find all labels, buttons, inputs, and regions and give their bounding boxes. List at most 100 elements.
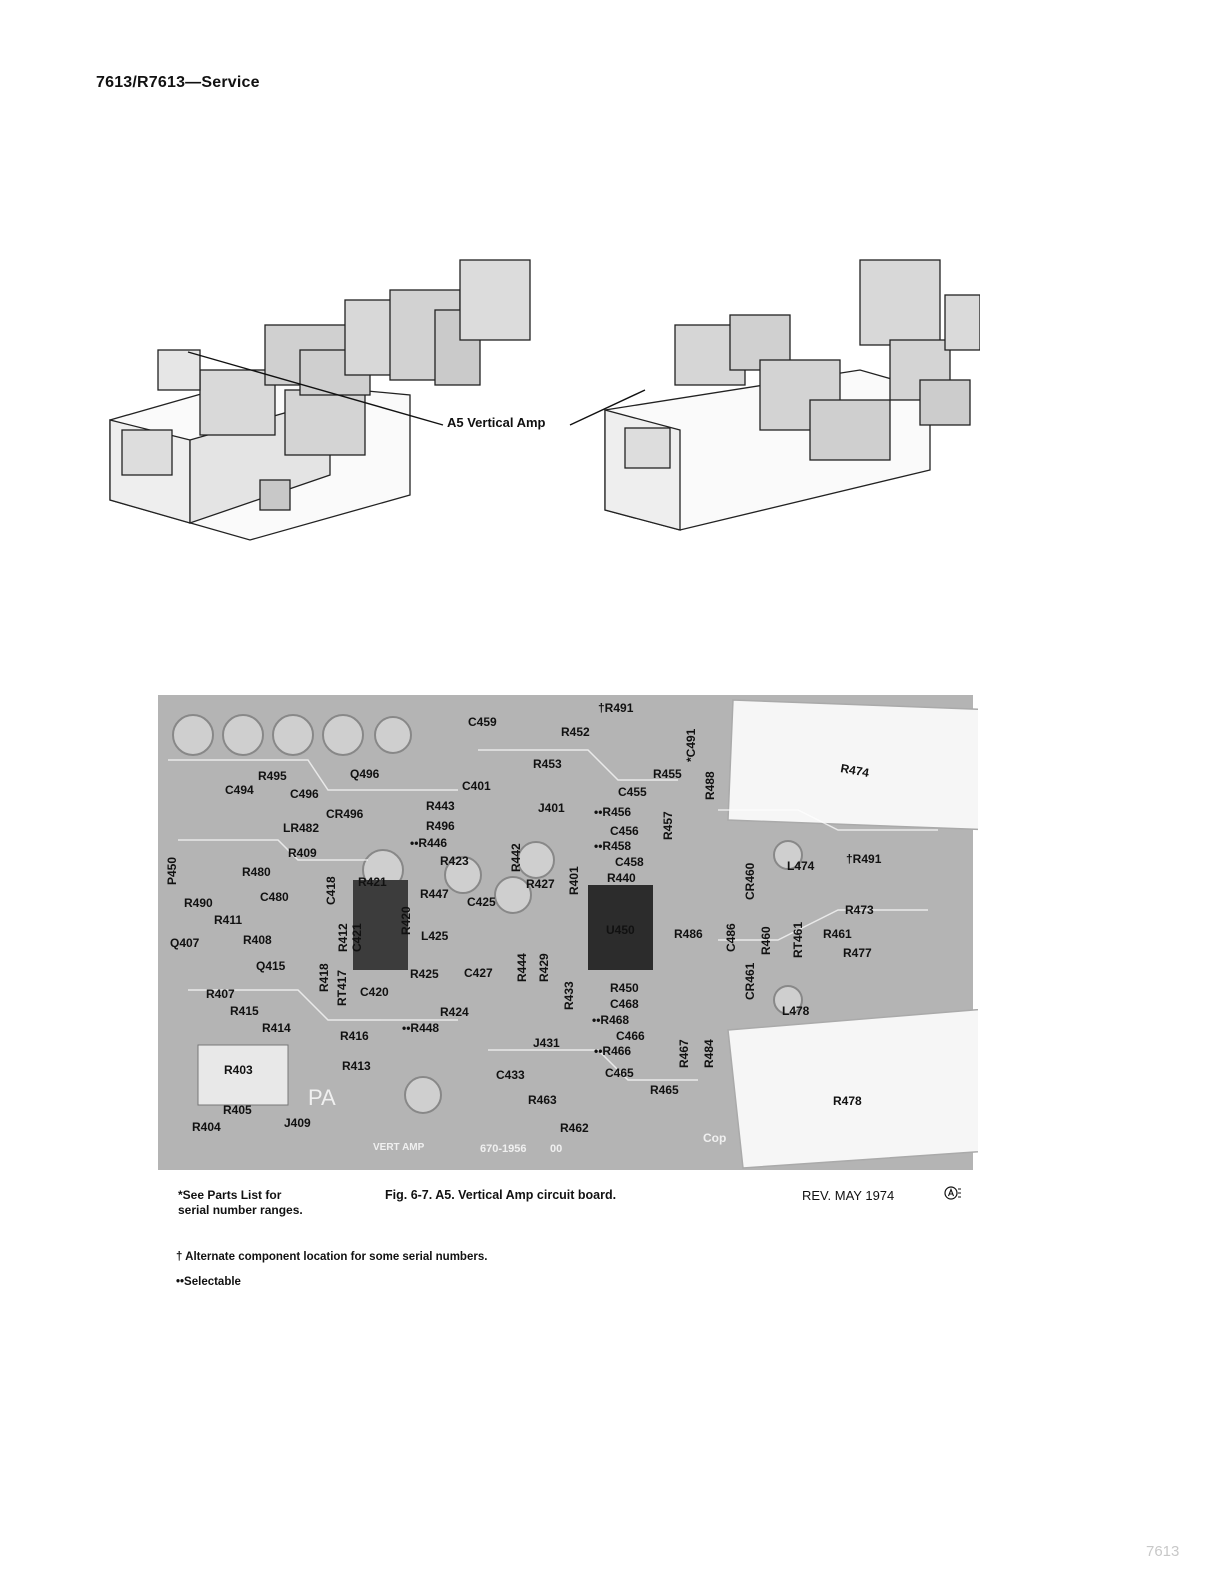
label-q415: Q415: [256, 959, 286, 973]
label-c456: C456: [610, 824, 639, 838]
label-r425: R425: [410, 967, 439, 981]
label-j431: J431: [533, 1036, 560, 1050]
label-r411: R411: [214, 913, 242, 927]
label-r450: R450: [610, 981, 639, 995]
label-rt417: RT417: [335, 970, 349, 1006]
label-r440: R440: [607, 871, 636, 885]
label-c425: C425: [467, 895, 496, 909]
label-r409: R409: [288, 846, 317, 860]
label-r442: R442: [509, 843, 523, 872]
page-number: 7613: [1146, 1543, 1180, 1560]
a5-vertical-amp-callout: A5 Vertical Amp: [445, 415, 548, 430]
label-r408: R408: [243, 933, 272, 947]
label-r414: R414: [262, 1021, 291, 1035]
label-r491-right: †R491: [846, 852, 882, 866]
label-cr461: CR461: [743, 962, 757, 1000]
label-c401: C401: [462, 779, 491, 793]
label-r453: R453: [533, 757, 562, 771]
label-r444: R444: [515, 953, 529, 982]
selectable-note: ••Selectable: [176, 1276, 241, 1288]
parts-list-note: *See Parts List for serial number ranges…: [178, 1188, 378, 1218]
label-r421: R421: [358, 875, 387, 889]
exploded-view-drawing: [109, 259, 981, 541]
label-cr496: CR496: [326, 807, 364, 821]
label-r496: R496: [426, 819, 455, 833]
label-l425: L425: [421, 929, 449, 943]
label-c458: C458: [615, 855, 644, 869]
label-r488: R488: [703, 771, 717, 800]
label-r433: R433: [562, 981, 576, 1010]
label-r463: R463: [528, 1093, 557, 1107]
label-r458: ••R458: [594, 839, 631, 853]
parts-list-note-line2: serial number ranges.: [178, 1203, 303, 1217]
alternate-location-note: † Alternate component location for some …: [176, 1251, 488, 1263]
label-r457: R457: [661, 811, 675, 840]
label-c433: C433: [496, 1068, 525, 1082]
label-r420: R420: [399, 906, 413, 935]
label-r480: R480: [242, 865, 271, 879]
label-c420: C420: [360, 985, 389, 999]
silkscreen-vert-amp: VERT AMP: [373, 1142, 425, 1153]
label-l478: L478: [782, 1004, 810, 1018]
silkscreen-part-number: 670-1956: [480, 1143, 527, 1155]
label-p450: P450: [165, 857, 179, 885]
label-r491-top: †R491: [598, 701, 634, 715]
label-r490: R490: [184, 896, 213, 910]
label-r452: R452: [561, 725, 590, 739]
label-r484: R484: [702, 1039, 716, 1068]
label-r447: R447: [420, 887, 449, 901]
label-r462: R462: [560, 1121, 589, 1135]
label-r466: ••R466: [594, 1044, 631, 1058]
label-q407: Q407: [170, 936, 200, 950]
label-c427: C427: [464, 966, 493, 980]
label-r415: R415: [230, 1004, 259, 1018]
label-c480: C480: [260, 890, 289, 904]
label-c494: C494: [225, 783, 254, 797]
label-c496: C496: [290, 787, 319, 801]
label-r495: R495: [258, 769, 287, 783]
label-r461: R461: [823, 927, 852, 941]
label-r401: R401: [567, 866, 581, 895]
label-j401: J401: [538, 801, 565, 815]
label-q496: Q496: [350, 767, 380, 781]
label-c418: C418: [324, 876, 338, 905]
label-r448: ••R448: [402, 1021, 439, 1035]
label-r474: R474: [839, 761, 870, 780]
label-r478: R478: [833, 1094, 862, 1108]
label-r416: R416: [340, 1029, 369, 1043]
label-c459: C459: [468, 715, 497, 729]
exploded-view-illustration: [100, 240, 981, 560]
label-c465: C465: [605, 1066, 634, 1080]
label-c466: C466: [616, 1029, 645, 1043]
label-r443: R443: [426, 799, 455, 813]
label-r424: R424: [440, 1005, 469, 1019]
label-r473: R473: [845, 903, 874, 917]
label-c491: *C491: [684, 728, 698, 762]
label-r467: R467: [677, 1039, 691, 1068]
circuit-board-drawing: †R491 C459 R452 *C491 R453 R455 R488 R47…: [158, 695, 1004, 1170]
parts-list-note-line1: *See Parts List for: [178, 1188, 282, 1202]
label-c455: C455: [618, 785, 647, 799]
label-r429: R429: [537, 953, 551, 982]
label-r423: R423: [440, 854, 469, 868]
label-r427: R427: [526, 877, 555, 891]
label-u450: U450: [606, 923, 635, 937]
label-j409: J409: [284, 1116, 311, 1130]
label-c468: C468: [610, 997, 639, 1011]
label-r456: ••R456: [594, 805, 631, 819]
label-r418: R418: [317, 963, 331, 992]
figure-caption: Fig. 6-7. A5. Vertical Amp circuit board…: [385, 1188, 617, 1202]
label-lr482: LR482: [283, 821, 319, 835]
label-l474: L474: [787, 859, 815, 873]
label-r460: R460: [759, 926, 773, 955]
circuit-board-photo: †R491 C459 R452 *C491 R453 R455 R488 R47…: [158, 690, 1004, 1180]
silkscreen-cop: Cop: [703, 1131, 726, 1145]
label-r477: R477: [843, 946, 872, 960]
label-r486: R486: [674, 927, 703, 941]
label-cr460: CR460: [743, 862, 757, 900]
label-r403: R403: [224, 1063, 253, 1077]
label-r465: R465: [650, 1083, 679, 1097]
label-r405: R405: [223, 1103, 252, 1117]
label-r446: ••R446: [410, 836, 447, 850]
revision-date: REV. MAY 1974: [802, 1188, 895, 1203]
